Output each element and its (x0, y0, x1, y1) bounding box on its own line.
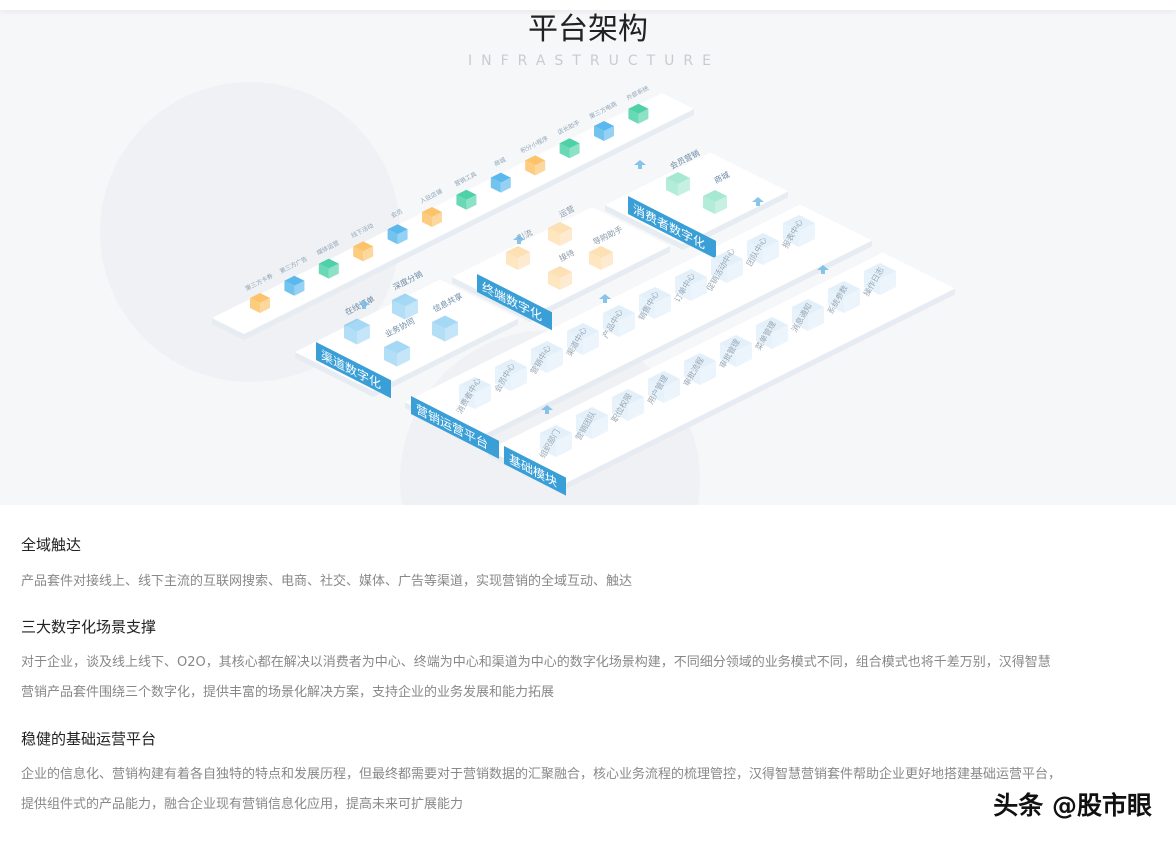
channel-cube-label: 店长助手 (556, 118, 581, 136)
channel-cube (284, 275, 305, 286)
ops-platform-tag-bg (411, 396, 499, 459)
channel-cube (490, 172, 511, 183)
flow-arrow-icon (752, 197, 764, 206)
flow-arrow-icon (513, 235, 525, 244)
consumer-module (703, 190, 727, 202)
channel-module (392, 293, 418, 307)
channel-cube-label: 媒体运营 (315, 239, 340, 257)
channel-cube (456, 189, 477, 200)
ops-center-cube (603, 305, 635, 321)
base-module-cube (864, 263, 896, 279)
base-module-cube (612, 389, 644, 405)
section-heading: 全域触达 (21, 536, 82, 554)
flow-arrow-icon (541, 405, 553, 414)
terminal-module (548, 222, 572, 234)
channel-cube (318, 258, 339, 269)
channel-digital-tag-bg (316, 342, 391, 399)
flow-arrow-icon (599, 294, 611, 303)
section-body: 产品套件对接线上、线下主流的互联网搜索、电商、社交、媒体、广告等渠道，实现营销的… (21, 574, 633, 589)
terminal-module (548, 266, 572, 278)
base-module-cube (576, 407, 608, 423)
base-module-cube (792, 299, 824, 315)
ops-center-cube (459, 377, 491, 393)
channel-cube (525, 155, 546, 166)
base-module-tag-bg (504, 446, 566, 496)
page-title: 平台架构 (528, 12, 648, 47)
terminal-module (506, 246, 530, 258)
channel-cube (422, 207, 442, 217)
ops-center-cube (783, 215, 815, 231)
channel-module-label: 在线订单 (343, 294, 376, 317)
flow-arrow-icon (817, 265, 829, 274)
channel-cube-label: 入驻店铺 (419, 187, 444, 205)
base-module-cube (720, 335, 752, 351)
channel-cube (387, 224, 408, 235)
terminal-module (589, 246, 613, 258)
base-module-cube (684, 353, 716, 369)
base-module-cube (828, 281, 860, 297)
channel-cube-label: 外部系统 (625, 84, 650, 102)
section-body: 企业的信息化、营销构建有着各自独特的特点和发展历程，但最终都需要对于营销数据的汇… (21, 767, 1062, 782)
ops-center-cube (711, 251, 743, 267)
page-subtitle: INFRASTRUCTURE (468, 53, 720, 69)
consumer-digital-tag-bg (628, 196, 716, 259)
watermark: 头条 @股市眼 (993, 791, 1152, 820)
channel-module (384, 340, 410, 354)
flow-arrow-icon (358, 300, 370, 309)
architecture-diagram: 第三方卡券第三方广告媒体运营线下活动会员入驻店铺营销工具商城积分小程序店长助手第… (212, 84, 955, 496)
channel-cube-label: 会员 (390, 207, 404, 220)
section-body: 对于企业，谈及线上线下、O2O，其核心都在解决以消费者为中心、终端为中心和渠道为… (21, 655, 1051, 670)
channel-cube (353, 241, 374, 252)
channel-cube (559, 138, 580, 149)
channel-cube-label: 商城 (493, 156, 507, 169)
channel-module (432, 315, 458, 329)
channel-cube (628, 103, 649, 114)
ops-center-cube (531, 341, 563, 357)
channel-cube-label: 营销工具 (453, 170, 478, 188)
feature-section: 全域触达 产品套件对接线上、线下主流的互联网搜索、电商、社交、媒体、广告等渠道，… (21, 530, 632, 597)
base-module-cube (648, 371, 680, 387)
ops-center-cube (495, 359, 527, 375)
flow-arrow-icon (634, 160, 646, 169)
feature-section: 稳健的基础运营平台 企业的信息化、营销构建有着各自独特的特点和发展历程，但最终都… (21, 724, 1061, 820)
ops-center-cube (747, 233, 779, 249)
section-body: 营销产品套件围绕三个数字化，提供丰富的场景化解决方案，支持企业的业务发展和能力拓… (21, 685, 555, 700)
ops-center-cube (639, 287, 671, 303)
platform-terminal (452, 207, 670, 316)
top-shadow-bar (0, 0, 1176, 10)
channel-cube-label: 线下活动 (350, 222, 375, 240)
terminal-digital-tag-bg (477, 274, 552, 331)
feature-section: 三大数字化场景支撑 对于企业，谈及线上线下、O2O，其核心都在解决以消费者为中心… (21, 612, 1051, 708)
channel-module-label: 深度分销 (391, 269, 424, 292)
architecture-hero: 第三方卡券第三方广告媒体运营线下活动会员入驻店铺营销工具商城积分小程序店长助手第… (0, 0, 1176, 496)
section-heading: 三大数字化场景支撑 (21, 618, 157, 636)
ops-center-cube (675, 269, 707, 285)
base-module-cube (540, 425, 572, 441)
base-module-cube (756, 317, 788, 333)
section-body: 提供组件式的产品能力，融合企业现有营销信息化应用，提高未来可扩展能力 (21, 797, 464, 812)
section-heading: 稳健的基础运营平台 (21, 730, 157, 748)
channel-cube (250, 293, 270, 303)
channel-cube (594, 121, 614, 131)
channel-module (344, 318, 370, 332)
ops-center-cube (567, 323, 599, 339)
consumer-module (666, 172, 690, 184)
